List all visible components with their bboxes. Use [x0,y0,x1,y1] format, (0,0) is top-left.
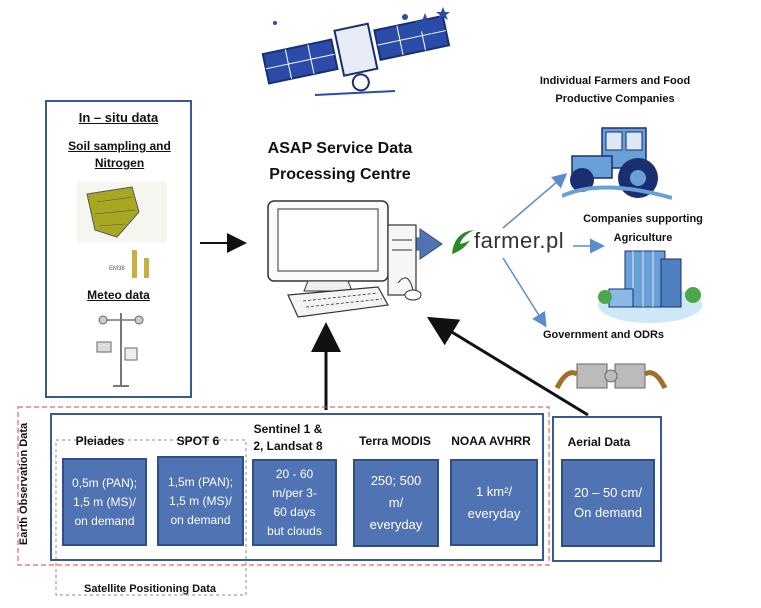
aerial-detail: 20 – 50 cm/ On demand [574,485,642,520]
field-map-icon [77,182,167,242]
output-companies-label: Companies supporting Agriculture [583,213,703,244]
source-head-noaa: NOAA AVHRR [451,434,531,448]
leaf-icon [452,230,474,254]
farmer-pl-logo[interactable]: farmer.pl [448,226,578,256]
arrow-aerial-to-centre [426,316,589,417]
aerial-box: 20 – 50 cm/ On demand [561,459,655,547]
processing-centre-title: ASAP Service Data Processing Centre [267,140,413,183]
source-detail-sentinel: 20 - 60 m/per 3- 60 days but clouds [267,466,322,538]
source-head-pleiades: Pleiades [75,434,125,448]
satellite-positioning-label: Satellite Positioning Data [83,583,217,595]
arrow-portal-to-government [502,257,547,328]
output-farmers-label: Individual Farmers and Food Productive C… [539,75,691,105]
soil-sampling-label: Soil sampling and Nitrogen [68,139,171,170]
source-box-spot6: 1,5m (PAN); 1,5 m (MS)/ on demand [157,456,244,546]
puzzle-handshake-icon [555,363,668,390]
meteo-data-label: Meteo data [87,288,150,302]
source-box-pleiades: 0,5m (PAN); 1,5 m (MS)/ on demand [62,458,147,546]
source-head-sentinel: Sentinel 1 & 2, Landsat 8 [253,422,323,453]
arrow-portal-to-farmers [502,173,568,229]
source-box-noaa: 1 km²/ everyday [450,459,538,546]
aerial-head: Aerial Data [567,435,631,449]
source-detail-terra: 250; 500 m/ everyday [369,473,423,532]
weather-station-icon [96,313,144,387]
source-box-terra: 250; 500 m/ everyday [353,459,439,547]
satellite-icon [261,7,451,96]
computer-icon [267,200,422,318]
eo-dashed-region [17,406,550,566]
in-situ-panel: In – situ data Soil sampling and Nitroge… [45,100,192,398]
source-box-sentinel: 20 - 60 m/per 3- 60 days but clouds [252,459,337,546]
office-building-icon [598,250,702,323]
em38-label: EM38 [109,266,125,272]
earth-observation-panel [50,413,544,561]
source-detail-noaa: 1 km²/ everyday [467,483,521,521]
eo-side-label-wrap: Earth Observation Data [14,412,34,562]
source-detail-pleiades: 0,5m (PAN); 1,5 m (MS)/ on demand [71,475,138,528]
aerial-panel [552,416,662,562]
in-situ-title: In – situ data [78,110,159,125]
positioning-dashed-region [55,439,247,596]
output-government-label: Government and ODRs [543,329,665,341]
eo-side-label: Earth Observation Data [18,422,30,546]
em38-sensor-icon [132,250,149,278]
farmer-pl-text: farmer.pl [474,228,565,253]
tractor-icon [562,127,672,200]
source-head-terra: Terra MODIS [359,434,431,448]
source-head-spot6: SPOT 6 [176,434,220,448]
source-detail-spot6: 1,5m (PAN); 1,5 m (MS)/ on demand [167,474,234,527]
